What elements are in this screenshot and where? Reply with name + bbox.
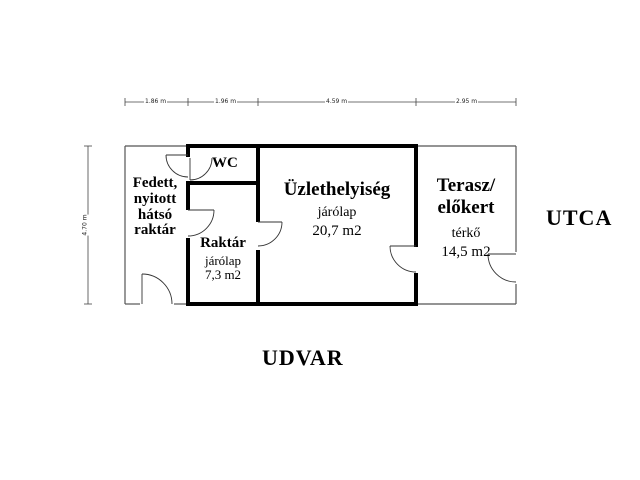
dimension-label-storage: 1.96 m [214,98,238,106]
shop-floor: járólap [317,204,357,220]
wc-label: WC [212,155,238,171]
back-storage-label: Fedett, nyitott hátsó raktár [124,175,186,239]
yard-label: UDVAR [262,345,344,370]
shop-area: 20,7 m2 [312,222,362,239]
door-storage-back [187,209,215,237]
terrace-area: 14,5 m2 [441,243,491,260]
door-storage-shop [257,221,283,247]
terrace-floor: térkő [451,225,481,241]
dimension-label-depth: 4.70 m [81,214,90,236]
back-storage-line-4: raktár [134,222,176,239]
terrace-label: Terasz/ előkert térkő 14,5 m2 [420,176,512,260]
door-shop-terrace [389,245,417,273]
door-wc [165,154,213,181]
back-storage-line-3: hátsó [137,206,173,223]
terrace-line-1: Terasz/ [436,175,496,196]
storage-title: Raktár [200,235,246,251]
top-dimension-line [124,98,517,106]
outer-thin-walls [124,145,517,305]
main-walls [186,144,418,306]
street-label: UTCA [546,205,613,230]
shop-label: Üzlethelyiség járólap 20,7 m2 [262,180,412,239]
storage-floor: járólap [204,252,242,268]
door-back-storage-exterior [141,273,173,305]
shop-title: Üzlethelyiség [283,179,391,200]
dimension-label-back-storage: 1.86 m [144,98,168,106]
terrace-line-2: előkert [437,196,495,218]
door-terrace-street [487,253,517,283]
dimension-label-shop: 4.59 m [325,98,349,106]
storage-label: Raktár járólap 7,3 m2 [190,235,256,283]
back-storage-line-2: nyitott [133,190,177,207]
back-storage-line-1: Fedett, [132,175,178,191]
storage-area: 7,3 m2 [204,267,242,283]
dimension-label-terrace: 2.95 m [455,98,479,106]
doors [141,154,517,305]
